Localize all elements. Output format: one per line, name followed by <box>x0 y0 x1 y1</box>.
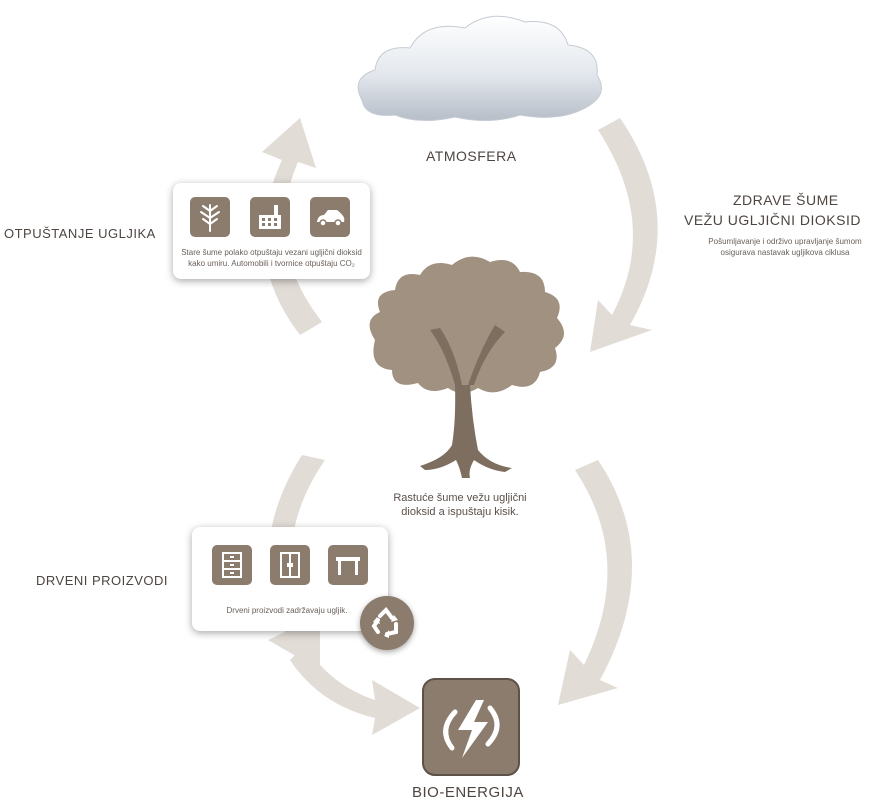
carbon-release-desc-line1: Stare šume polako otpuštaju vezani uglji… <box>181 248 362 257</box>
arrow-to-bioenergy-left <box>290 645 420 735</box>
car-icon <box>310 197 350 237</box>
tree-caption-line1: Rastuće šume vežu ugljični <box>393 492 527 504</box>
bio-energy-title: BIO-ENERGIJA <box>412 784 524 801</box>
carbon-release-panel: Stare šume polako otpuštaju vezani uglji… <box>173 183 370 279</box>
tree-icon <box>369 256 565 478</box>
lightning-icon <box>443 705 500 751</box>
table-icon <box>328 545 368 585</box>
healthy-forests-desc-line2: osigurava nastavak ugljikova ciklusa <box>720 248 850 257</box>
cloud-icon <box>357 15 602 122</box>
bio-energy-tile <box>422 678 520 776</box>
atmosphere-title: ATMOSFERA <box>426 148 517 164</box>
carbon-release-title: OTPUŠTANJE UGLJIKA <box>4 226 156 241</box>
arrow-absorb-down <box>590 118 658 352</box>
recycle-icon <box>360 596 414 650</box>
wardrobe-icon <box>270 545 310 585</box>
dead-tree-icon <box>190 197 230 237</box>
arrow-release-up <box>262 118 322 335</box>
wood-products-desc: Drveni proizvodi zadržavaju ugljik. <box>226 606 348 615</box>
dresser-icon <box>212 545 252 585</box>
tree-caption-line2: dioksid a ispuštaju kisik. <box>401 506 519 518</box>
wood-products-title: DRVENI PROIZVODI <box>36 573 169 588</box>
carbon-release-desc-line2: kako umiru. Automobili i tvornice otpušt… <box>188 259 355 268</box>
wood-products-panel: Drveni proizvodi zadržavaju ugljik. <box>192 527 388 631</box>
healthy-forests-desc-line1: Pošumljavanje i održivo upravljanje šumo… <box>708 237 862 246</box>
factory-icon <box>250 197 290 237</box>
arrow-to-bioenergy-right <box>558 460 633 705</box>
healthy-forests-title-line1: ZDRAVE ŠUME <box>733 192 839 208</box>
healthy-forests-title-line2: VEŽU UGLJIČNI DIOKSID <box>684 212 861 228</box>
